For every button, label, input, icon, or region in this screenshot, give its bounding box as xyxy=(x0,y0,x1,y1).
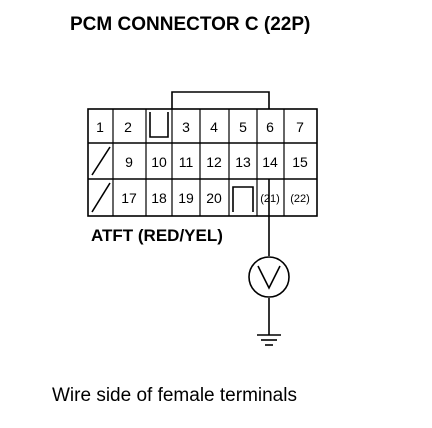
unused-terminal-16 xyxy=(91,182,111,213)
pin-3: 3 xyxy=(182,119,190,135)
ground-icon xyxy=(257,334,281,346)
pin-9: 9 xyxy=(125,154,133,170)
pin-5: 5 xyxy=(239,119,247,135)
connector-latch-tab xyxy=(171,91,270,109)
pin-21: (21) xyxy=(260,193,280,205)
pin-15: 15 xyxy=(292,154,308,170)
pin-4: 4 xyxy=(210,119,218,135)
pin-1: 1 xyxy=(96,119,104,135)
connector-key-slot xyxy=(149,112,169,138)
connector-key-bump xyxy=(232,186,254,212)
pin-10: 10 xyxy=(151,154,167,170)
pin-19: 19 xyxy=(178,190,194,206)
diagram-caption: Wire side of female terminals xyxy=(52,385,297,406)
voltmeter-icon: V xyxy=(248,256,290,298)
connector-outline xyxy=(87,108,318,217)
pin-22: (22) xyxy=(290,193,310,205)
pin-13: 13 xyxy=(235,154,251,170)
pin-12: 12 xyxy=(206,154,222,170)
pin-7: 7 xyxy=(296,119,304,135)
pin-2: 2 xyxy=(124,119,132,135)
pin-17: 17 xyxy=(121,190,137,206)
pin-18: 18 xyxy=(151,190,167,206)
pin-20: 20 xyxy=(206,190,222,206)
pin-6: 6 xyxy=(266,119,274,135)
diagram-title: PCM CONNECTOR C (22P) xyxy=(70,14,310,35)
pin-14: 14 xyxy=(262,154,278,170)
wire-label: ATFT (RED/YEL) xyxy=(91,226,223,245)
pin-11: 11 xyxy=(179,154,194,170)
unused-terminal-8 xyxy=(91,146,111,176)
